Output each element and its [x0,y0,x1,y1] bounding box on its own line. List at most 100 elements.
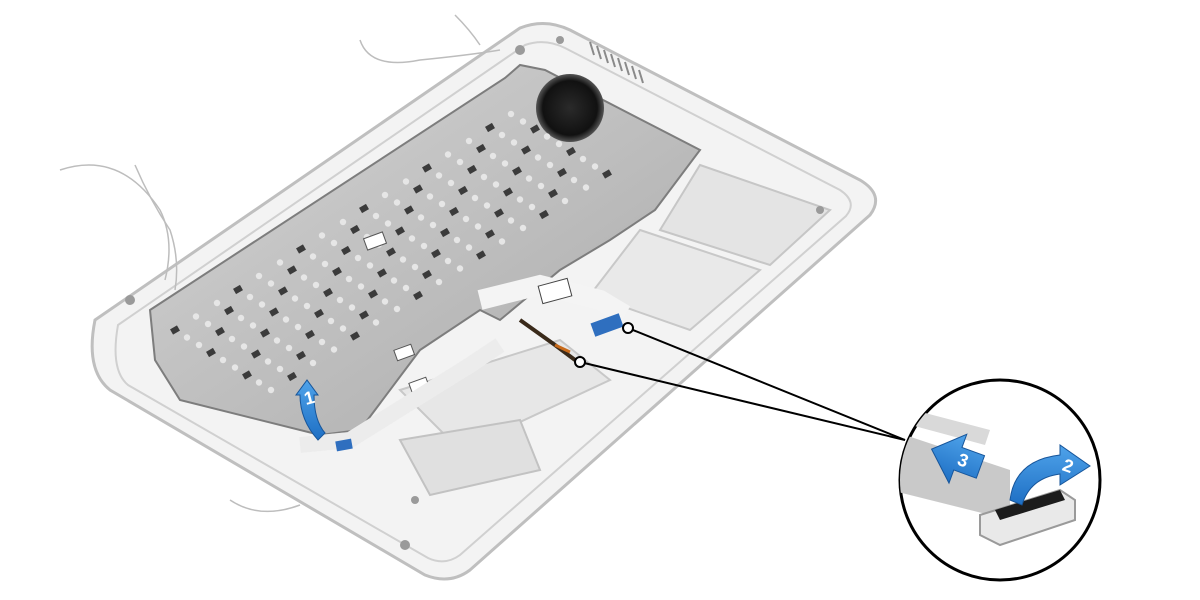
plate-stud [480,173,488,181]
plate-stud [267,280,275,287]
plate-slot [350,224,360,235]
plate-stud [330,346,338,353]
plate-stud [285,344,293,352]
zoom-callout: 3 2 [898,378,1102,582]
plate-stud [255,272,263,280]
plate-slot [296,350,306,361]
plate-slot [269,307,279,317]
plate-slot [287,371,297,382]
plate-slot [530,124,540,134]
plate-stud [231,364,239,371]
plate-slot [170,325,180,335]
plate-slot [566,146,576,157]
plate-slot [368,289,378,299]
plate-slot [413,184,423,194]
plate-stud [519,224,527,232]
plate-stud [258,301,266,308]
plate-stud [438,200,446,208]
plate-stud [417,214,425,221]
step-2-arrow: 2 [1009,444,1091,506]
plate-stud [249,322,257,329]
plate-slot [224,305,234,316]
step-1-arrow: 1 [295,379,326,441]
plate-stud [402,284,410,292]
plate-stud [213,299,221,307]
plate-stud [456,265,464,272]
plate-stud [534,154,542,161]
plate-stud [294,323,302,331]
plate-stud [291,295,299,302]
plate-stud [465,137,473,145]
plate-stud [498,131,506,139]
plate-stud [507,110,515,118]
plate-stud [453,236,461,244]
plate-stud [339,325,347,332]
plate-stud [426,193,434,200]
plate-stud [183,334,191,341]
plate-slot [314,308,324,319]
plate-slot [260,328,270,338]
plate-stud [354,254,362,262]
plate-slot [521,145,531,155]
plate-slot [251,349,261,359]
plate-stud [456,158,464,166]
plate-slot [485,122,495,133]
plate-stud [435,278,443,286]
plate-stud [474,223,482,230]
plate-rivets [170,122,612,382]
keyboard-ribbon-cable [299,338,505,453]
plate-stud [591,163,599,170]
plate-stud [318,232,326,239]
plate-stud [309,253,317,260]
plate-slot [386,247,396,257]
plate-stud [276,365,284,373]
plate-stud [402,178,410,185]
plate-slot [431,248,441,259]
plate-slot [557,167,567,178]
plate-slot [323,287,333,298]
plate-stud [372,212,380,220]
plate-stud [393,305,401,313]
plate-slot [494,208,504,218]
step-3-arrow: 3 [930,433,986,485]
plate-slot [539,209,549,220]
plate-stud [264,358,272,365]
plate-stud [192,313,200,320]
cable-label [537,277,573,305]
plate-slot [233,284,243,295]
plate-stud [255,379,263,386]
plate-slot [422,269,432,280]
plate-slot [287,265,297,275]
plate-slot [395,226,405,236]
plate-stud [537,182,545,190]
backlight-ribbon-cable [477,274,631,362]
plate-stud [345,275,353,283]
plate-slot [296,244,306,254]
plate-stud [366,262,374,269]
callout-leader-lines [574,322,906,441]
plate-stud [246,293,254,301]
plate-slot [467,164,477,175]
plate-stud [348,304,356,311]
plate-stud [384,220,392,227]
plate-stud [318,338,326,346]
plate-stud [336,296,344,304]
plate-stud [309,359,317,367]
plate-stud [429,221,437,229]
plate-stud [555,140,563,148]
plate-stud [276,259,284,266]
plate-stud [357,283,365,290]
plate-stud [420,242,428,250]
plate-stud [483,202,491,209]
plate-stud [228,335,236,343]
plate-slot [404,205,414,215]
plate-slot [503,187,513,197]
plate-stud [501,160,509,167]
plate-stud [462,215,470,223]
plate-slot [215,326,225,337]
plate-slot [377,268,387,278]
plate-stud [498,238,506,245]
smartcard-module [588,228,762,332]
plate-slot [278,286,288,296]
